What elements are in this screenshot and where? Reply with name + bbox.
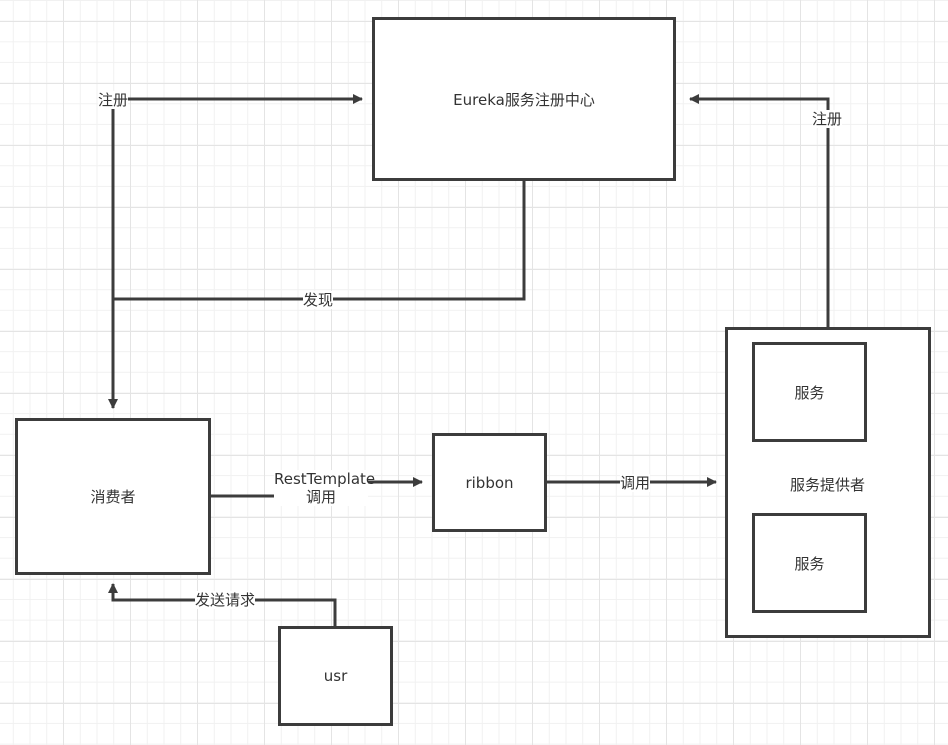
ribbon-label: ribbon [465, 473, 514, 492]
edge-provider-register [689, 94, 830, 328]
provider-label: 服务提供者 [790, 476, 866, 494]
usr-label: usr [323, 667, 348, 685]
consumer-label: 消费者 [90, 488, 136, 506]
rest-template-line-1: RestTemplate [274, 470, 376, 488]
service-node-2[interactable]: 服务 [752, 513, 867, 613]
eureka-label: Eureka服务注册中心 [453, 90, 595, 109]
edge-discover [113, 180, 526, 301]
eureka-node[interactable]: Eureka服务注册中心 [372, 17, 676, 181]
rest-template-line-2: 调用 [305, 488, 336, 506]
rest-template-label: RestTemplate 调用 [274, 470, 376, 506]
edge-consumer-register [111, 94, 363, 400]
service-label-1: 服务 [794, 383, 825, 402]
consumer-node[interactable]: 消费者 [15, 418, 211, 575]
ribbon-node[interactable]: ribbon [432, 433, 547, 532]
provider-register-label: 注册 [812, 110, 843, 128]
service-label-2: 服务 [794, 554, 825, 573]
usr-node[interactable]: usr [278, 626, 393, 726]
service-node-1[interactable]: 服务 [752, 342, 867, 442]
discover-label: 发现 [303, 291, 334, 309]
send-request-label: 发送请求 [195, 591, 256, 609]
consumer-register-label: 注册 [98, 91, 129, 109]
ribbon-call-label: 调用 [620, 474, 651, 492]
